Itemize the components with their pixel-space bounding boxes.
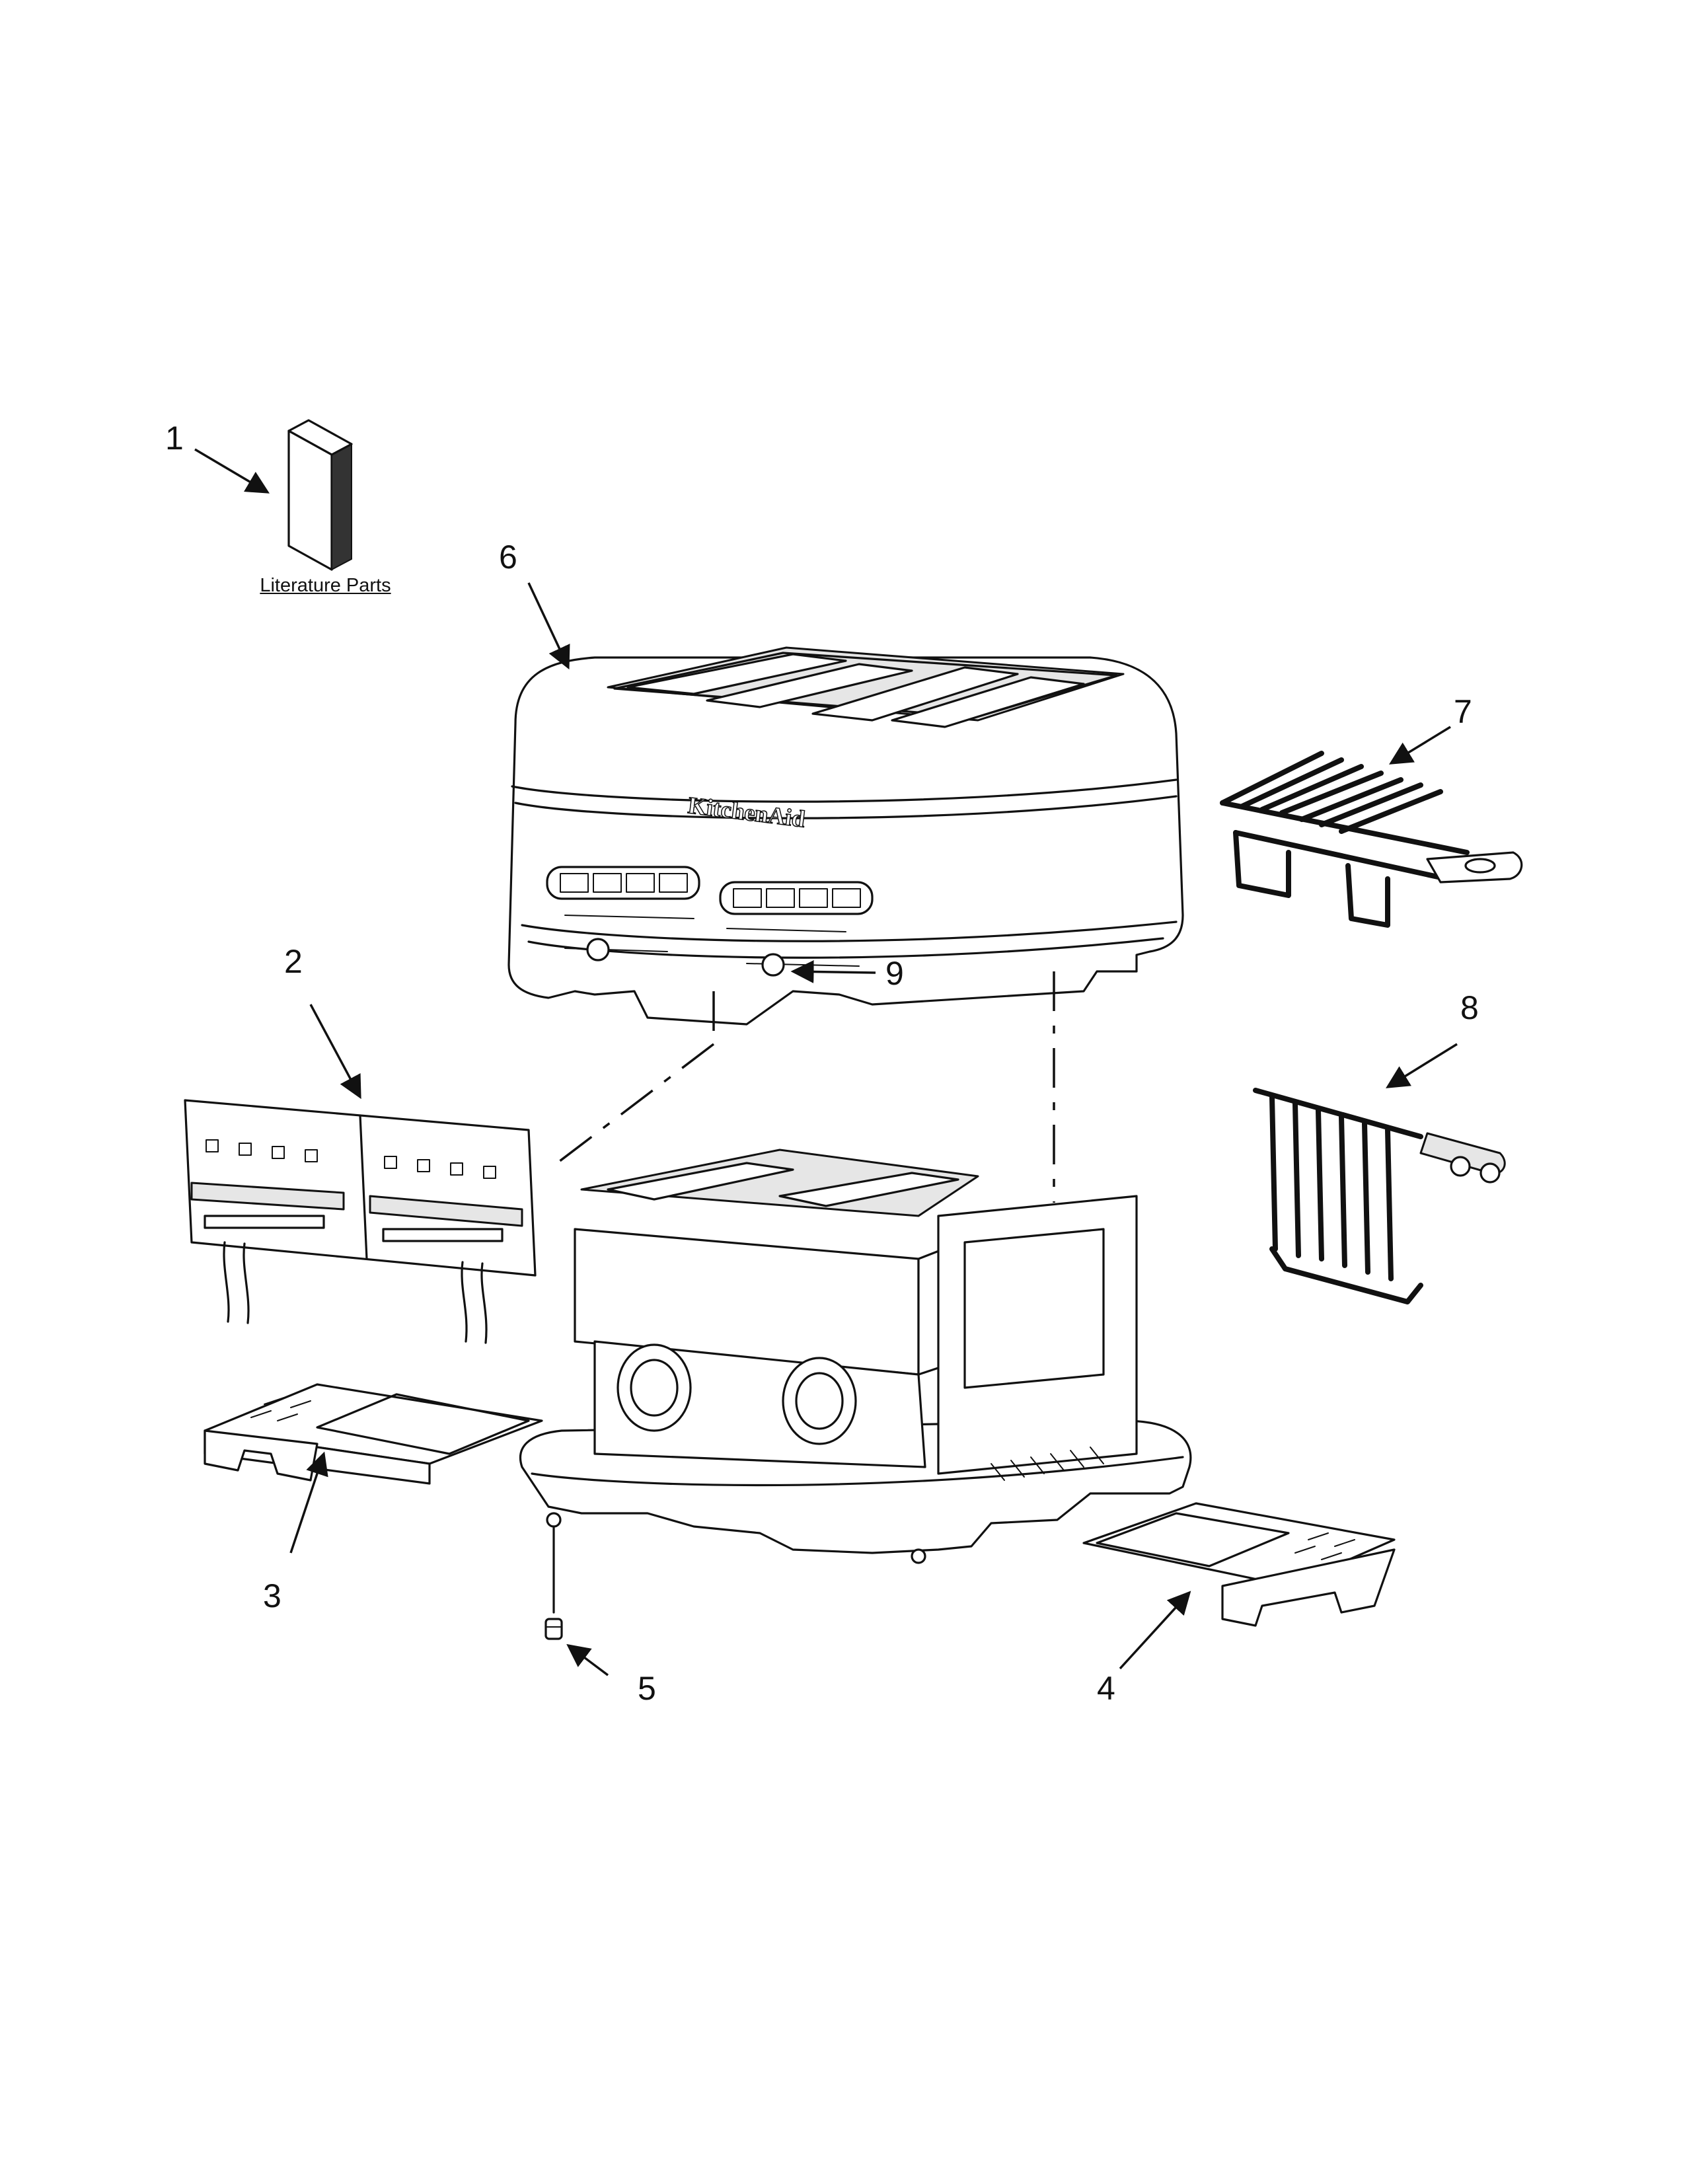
- callout-9: 9: [885, 955, 904, 992]
- callout-leaders: [194, 448, 1458, 1676]
- board-switch-row: [206, 1139, 496, 1179]
- toaster-housing-part: KitchenAid: [507, 646, 1184, 1026]
- crumb-tray-right-part: [1082, 1502, 1396, 1627]
- warming-rack-part: [1220, 751, 1523, 928]
- literature-booklet-part: [287, 419, 353, 571]
- literature-parts-label: Literature Parts: [260, 575, 391, 596]
- callout-2: 2: [284, 943, 303, 980]
- solenoid-motor-right: [782, 1357, 857, 1445]
- callout-8: 8: [1460, 989, 1479, 1026]
- chassis-assembly: [519, 1148, 1192, 1564]
- tray-vent-slots-right: [1294, 1532, 1355, 1560]
- base-ribbing: [991, 1447, 1104, 1481]
- control-panel-left: [546, 866, 700, 961]
- tray-vent-slots: [250, 1397, 311, 1421]
- lever-knob: [761, 953, 785, 977]
- solenoid-motor-left: [617, 1343, 692, 1432]
- bun-basket-part: [1253, 1088, 1506, 1304]
- callout-4: 4: [1097, 1670, 1115, 1707]
- callout-3: 3: [263, 1577, 281, 1614]
- assembly-centerlines: [547, 971, 1055, 1203]
- crumb-tray-left-part: [204, 1383, 543, 1485]
- callout-1: 1: [165, 420, 184, 457]
- bread-slot-set: [626, 653, 1085, 728]
- control-board-part: [184, 1099, 537, 1344]
- rubber-foot-part: [544, 1525, 563, 1640]
- callout-7: 7: [1454, 693, 1472, 730]
- callout-5: 5: [638, 1670, 656, 1707]
- callout-6: 6: [499, 539, 517, 576]
